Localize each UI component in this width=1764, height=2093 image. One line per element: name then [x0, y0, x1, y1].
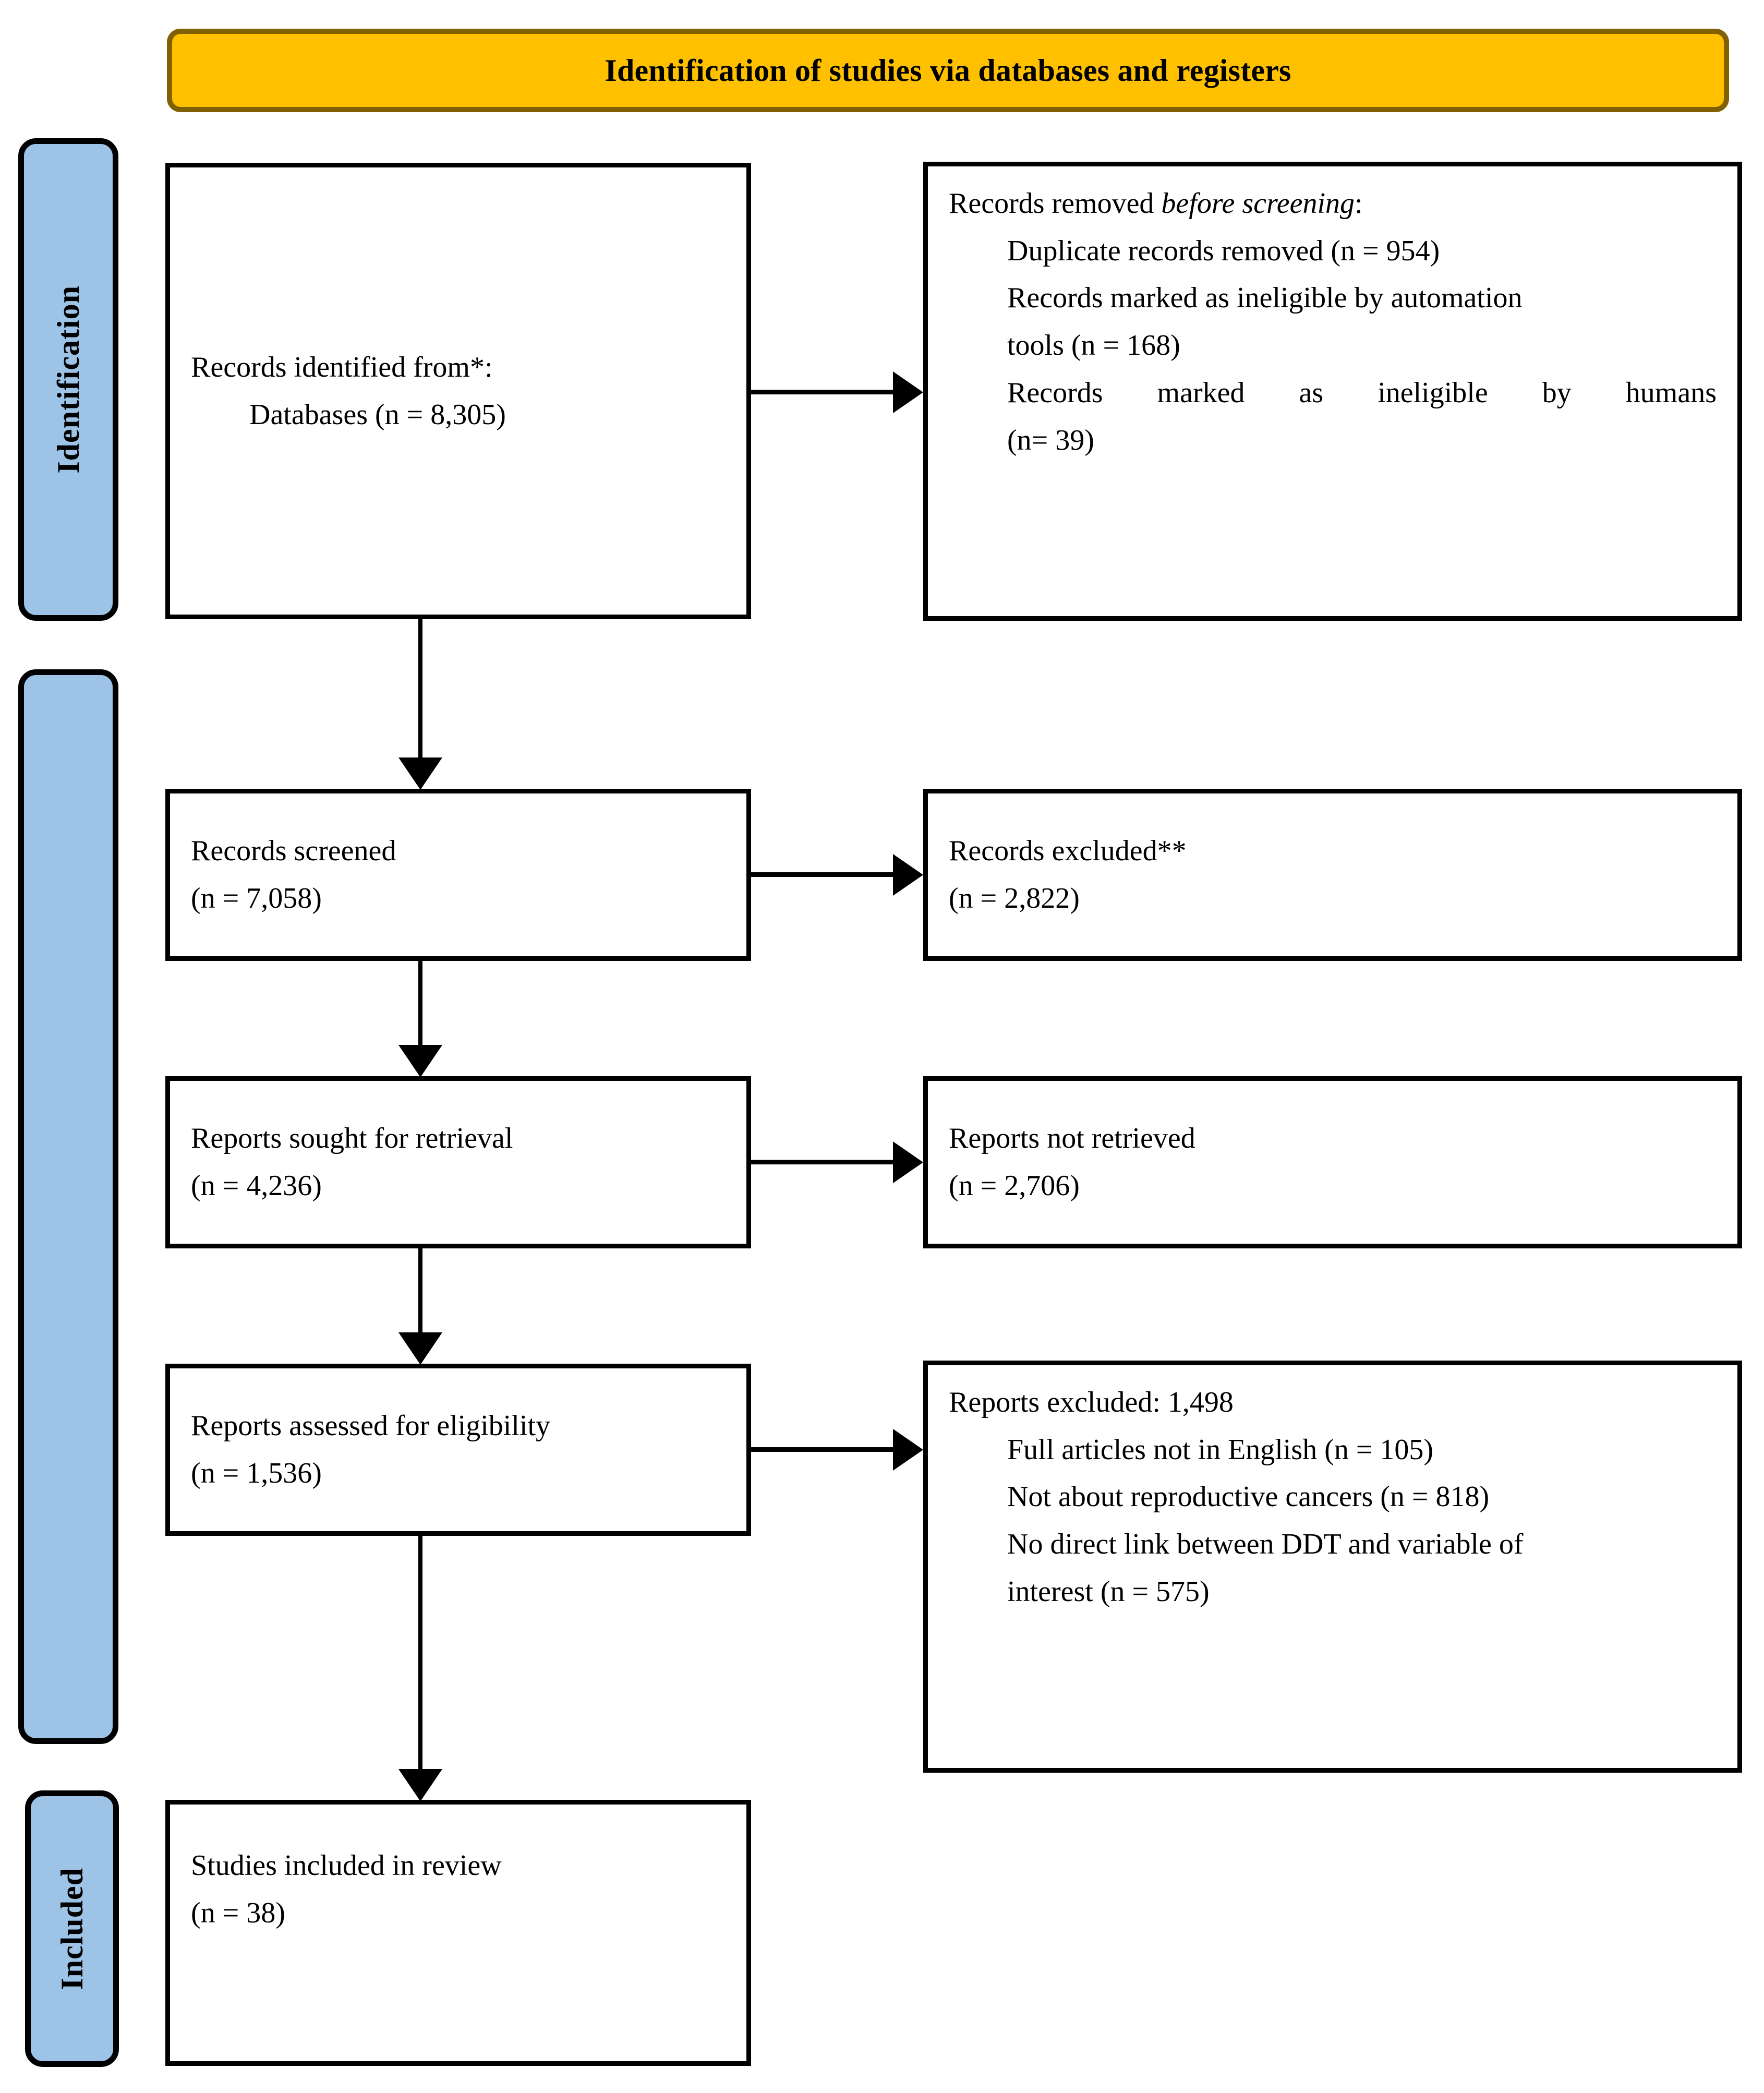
reports-sought-line1: Reports sought for retrieval	[191, 1122, 513, 1155]
box-reports-sought: Reports sought for retrieval (n = 4,236)	[165, 1076, 751, 1248]
records-identified-line1: Records identified from*:	[191, 351, 493, 383]
arrowhead-screened-to-sought	[398, 1045, 442, 1077]
banner-title: Identification of studies via databases …	[605, 53, 1291, 88]
stage-identification-text: Identification	[51, 285, 86, 474]
reports-assessed-line1: Reports assessed for eligibility	[191, 1410, 551, 1442]
records-excluded-line2: (n = 2,822)	[949, 882, 1080, 915]
box-records-screened: Records screened (n = 7,058)	[165, 789, 751, 961]
arrowhead-assessed-to-included	[398, 1769, 442, 1801]
studies-included-line2: (n = 38)	[191, 1896, 285, 1929]
arrowhead-assessed-to-reports-excluded	[893, 1429, 923, 1471]
diagram-banner: Identification of studies via databases …	[167, 29, 1729, 112]
stage-included-text: Included	[54, 1867, 89, 1990]
records-removed-heading: Records removed before screening:	[949, 180, 1717, 227]
records-screened-line1: Records screened	[191, 835, 396, 868]
connector-sought-to-assessed	[418, 1247, 422, 1336]
arrowhead-identified-to-removed	[893, 371, 923, 413]
records-removed-heading-italic: before screening	[1161, 187, 1355, 220]
records-removed-item-duplicates: Duplicate records removed (n = 954)	[1007, 234, 1440, 267]
connector-screened-to-excluded	[749, 872, 893, 877]
reports-sought-line2: (n = 4,236)	[191, 1170, 322, 1202]
records-removed-heading-lead: Records removed	[949, 187, 1162, 220]
records-removed-heading-tail: :	[1355, 187, 1363, 220]
arrowhead-screened-to-excluded	[893, 854, 923, 896]
reports-excluded-heading: Reports excluded: 1,498	[949, 1386, 1234, 1418]
records-removed-item-automation-a: Records marked as ineligible by automati…	[1007, 282, 1523, 315]
records-removed-item-humans-b: (n= 39)	[1007, 424, 1094, 456]
box-reports-excluded: Reports excluded: 1,498 Full articles no…	[923, 1361, 1742, 1773]
reports-not-retrieved-line1: Reports not retrieved	[949, 1122, 1195, 1155]
box-records-excluded: Records excluded** (n = 2,822)	[923, 789, 1742, 961]
box-records-removed: Records removed before screening: Duplic…	[923, 162, 1742, 621]
connector-assessed-to-included	[418, 1535, 422, 1773]
connector-sought-to-not-retrieved	[749, 1160, 893, 1164]
records-identified-line2: Databases (n = 8,305)	[249, 398, 506, 431]
reports-excluded-item-ddt-b: interest (n = 575)	[1007, 1575, 1210, 1608]
reports-not-retrieved-line2: (n = 2,706)	[949, 1170, 1080, 1202]
box-studies-included: Studies included in review (n = 38)	[165, 1800, 751, 2066]
stage-label-screening	[18, 669, 118, 1744]
connector-identified-to-screened	[418, 618, 422, 760]
connector-screened-to-sought	[418, 960, 422, 1049]
arrowhead-sought-to-assessed	[398, 1332, 442, 1365]
records-removed-item-humans-a: Records marked as ineligible by humans	[1007, 376, 1717, 409]
records-excluded-line1: Records excluded**	[949, 835, 1187, 868]
reports-excluded-item-english: Full articles not in English (n = 105)	[1007, 1433, 1434, 1466]
arrowhead-sought-to-not-retrieved	[893, 1141, 923, 1183]
stage-label-included: Included	[25, 1790, 119, 2067]
studies-included-line1: Studies included in review	[191, 1849, 502, 1882]
connector-identified-to-removed	[749, 390, 893, 394]
reports-excluded-item-cancers: Not about reproductive cancers (n = 818)	[1007, 1481, 1490, 1513]
box-reports-assessed: Reports assessed for eligibility (n = 1,…	[165, 1364, 751, 1536]
box-reports-not-retrieved: Reports not retrieved (n = 2,706)	[923, 1076, 1742, 1248]
records-screened-line2: (n = 7,058)	[191, 882, 322, 915]
reports-excluded-item-ddt-a: No direct link between DDT and variable …	[1007, 1528, 1524, 1561]
arrowhead-identified-to-screened	[398, 757, 442, 790]
connector-assessed-to-reports-excluded	[749, 1447, 893, 1452]
reports-assessed-line2: (n = 1,536)	[191, 1457, 322, 1489]
stage-label-identification: Identification	[18, 138, 118, 621]
records-removed-item-automation-b: tools (n = 168)	[1007, 329, 1180, 362]
box-records-identified: Records identified from*: Databases (n =…	[165, 163, 751, 619]
